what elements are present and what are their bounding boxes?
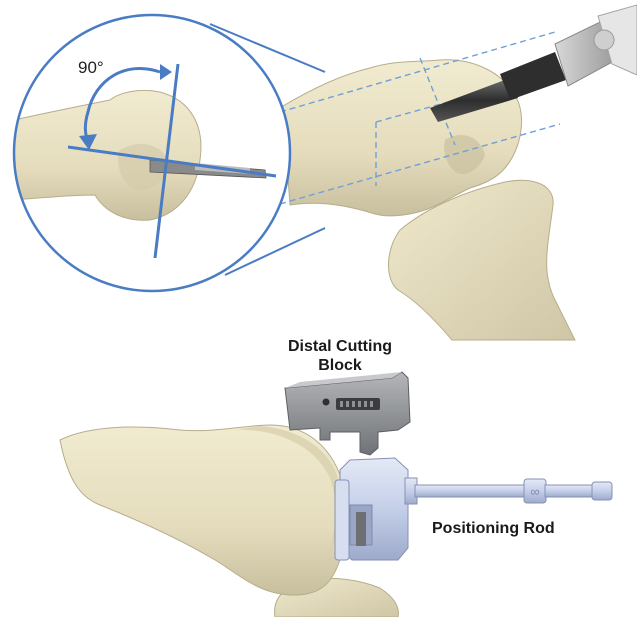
distal-cutting-block-label: Distal Cutting Block <box>270 337 410 375</box>
magnified-view <box>14 15 290 291</box>
femur-bone-bottom <box>60 425 347 595</box>
top-scene <box>14 5 637 340</box>
angle-label: 90° <box>78 58 104 77</box>
distal-cutting-block-label-line2: Block <box>270 356 410 375</box>
svg-text:∞: ∞ <box>530 484 539 499</box>
bottom-scene: ∞ <box>60 372 612 617</box>
positioning-rod: ∞ <box>335 458 612 560</box>
positioning-rod-label: Positioning Rod <box>432 519 555 538</box>
distal-cutting-block-label-line1: Distal Cutting <box>270 337 410 356</box>
